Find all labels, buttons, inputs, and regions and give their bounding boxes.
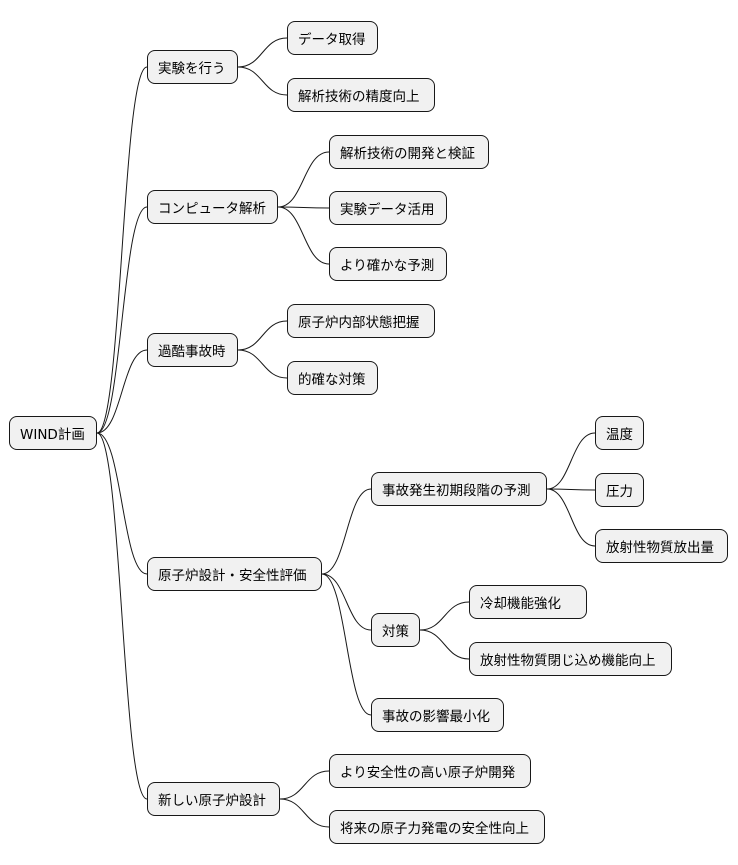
leaf-node-containment-improvement: 放射性物質閉じ込め機能向上 (469, 642, 672, 676)
leaf-node-cooling-enhancement: 冷却機能強化 (469, 585, 587, 619)
connector-b3c0-to-b3c0g2 (546, 488, 596, 547)
connector-root-to-b0 (96, 66, 148, 434)
connector-b3c1-to-b3c1g1 (419, 629, 470, 660)
connector-b4-to-b4c0 (279, 770, 330, 800)
connector-b3-to-b3c1 (321, 573, 372, 631)
connector-b0-to-b0c1 (237, 66, 288, 96)
connector-b3c1-to-b3c1g0 (419, 601, 470, 631)
leaf-node-appropriate-measures: 的確な対策 (287, 361, 378, 395)
sub-node-minimize-impact: 事故の影響最小化 (371, 698, 504, 732)
leaf-node-development-verification: 解析技術の開発と検証 (329, 135, 489, 169)
connector-b3-to-b3c2 (321, 573, 372, 716)
connector-b3c0-to-b3c0g0 (546, 432, 596, 490)
leaf-node-radioactive-release: 放射性物質放出量 (595, 529, 728, 563)
branch-node-severe-accident: 過酷事故時 (147, 333, 238, 367)
leaf-node-accurate-prediction: より確かな予測 (329, 247, 447, 281)
connector-root-to-b1 (96, 206, 148, 434)
connector-b1-to-b1c1 (277, 206, 330, 209)
leaf-node-analysis-accuracy: 解析技術の精度向上 (287, 78, 435, 112)
connector-b3-to-b3c0 (321, 488, 372, 575)
leaf-node-data-acquisition: データ取得 (287, 21, 378, 55)
leaf-node-pressure: 圧力 (595, 473, 644, 507)
connector-b3c0-to-b3c0g1 (546, 488, 596, 491)
root-node: WIND計画 (9, 416, 97, 450)
connector-root-to-b2 (96, 349, 148, 434)
connector-b2-to-b2c1 (237, 349, 288, 379)
leaf-node-temperature: 温度 (595, 416, 644, 450)
connector-b1-to-b1c2 (277, 206, 330, 265)
connector-root-to-b4 (96, 432, 148, 800)
branch-node-reactor-design-safety: 原子炉設計・安全性評価 (147, 557, 322, 591)
sub-node-countermeasures: 対策 (371, 613, 420, 647)
leaf-node-experiment-data-use: 実験データ活用 (329, 191, 447, 225)
connector-b2-to-b2c0 (237, 320, 288, 351)
branch-node-experiment: 実験を行う (147, 50, 238, 84)
connector-b0-to-b0c0 (237, 37, 288, 68)
leaf-node-safer-reactor: より安全性の高い原子炉開発 (329, 754, 531, 788)
connector-b1-to-b1c0 (277, 151, 330, 208)
leaf-node-future-safety: 将来の原子力発電の安全性向上 (329, 810, 545, 844)
sub-node-early-prediction: 事故発生初期段階の予測 (371, 472, 547, 506)
connector-root-to-b3 (96, 432, 148, 575)
branch-node-computer-analysis: コンピュータ解析 (147, 190, 278, 224)
connector-b4-to-b4c1 (279, 798, 330, 828)
branch-node-new-reactor-design: 新しい原子炉設計 (147, 782, 280, 816)
leaf-node-reactor-state: 原子炉内部状態把握 (287, 304, 435, 338)
